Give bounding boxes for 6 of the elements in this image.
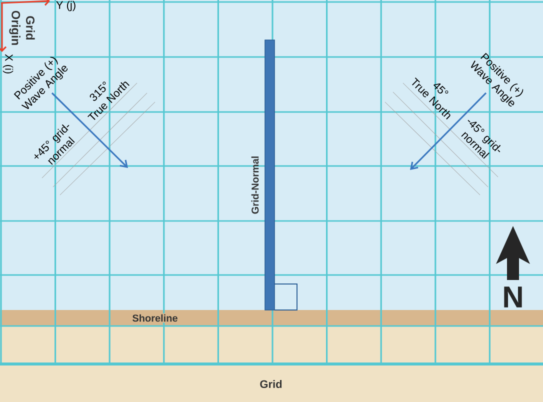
axis-label: X (i)	[2, 54, 14, 74]
axis-label: Y (j)	[56, 0, 76, 12]
grid-label: Grid	[260, 380, 282, 388]
origin-label: Grid Origin	[9, 10, 35, 45]
north-label: N	[504, 286, 522, 308]
grid-normal-label: Grid-Normal	[251, 156, 259, 214]
